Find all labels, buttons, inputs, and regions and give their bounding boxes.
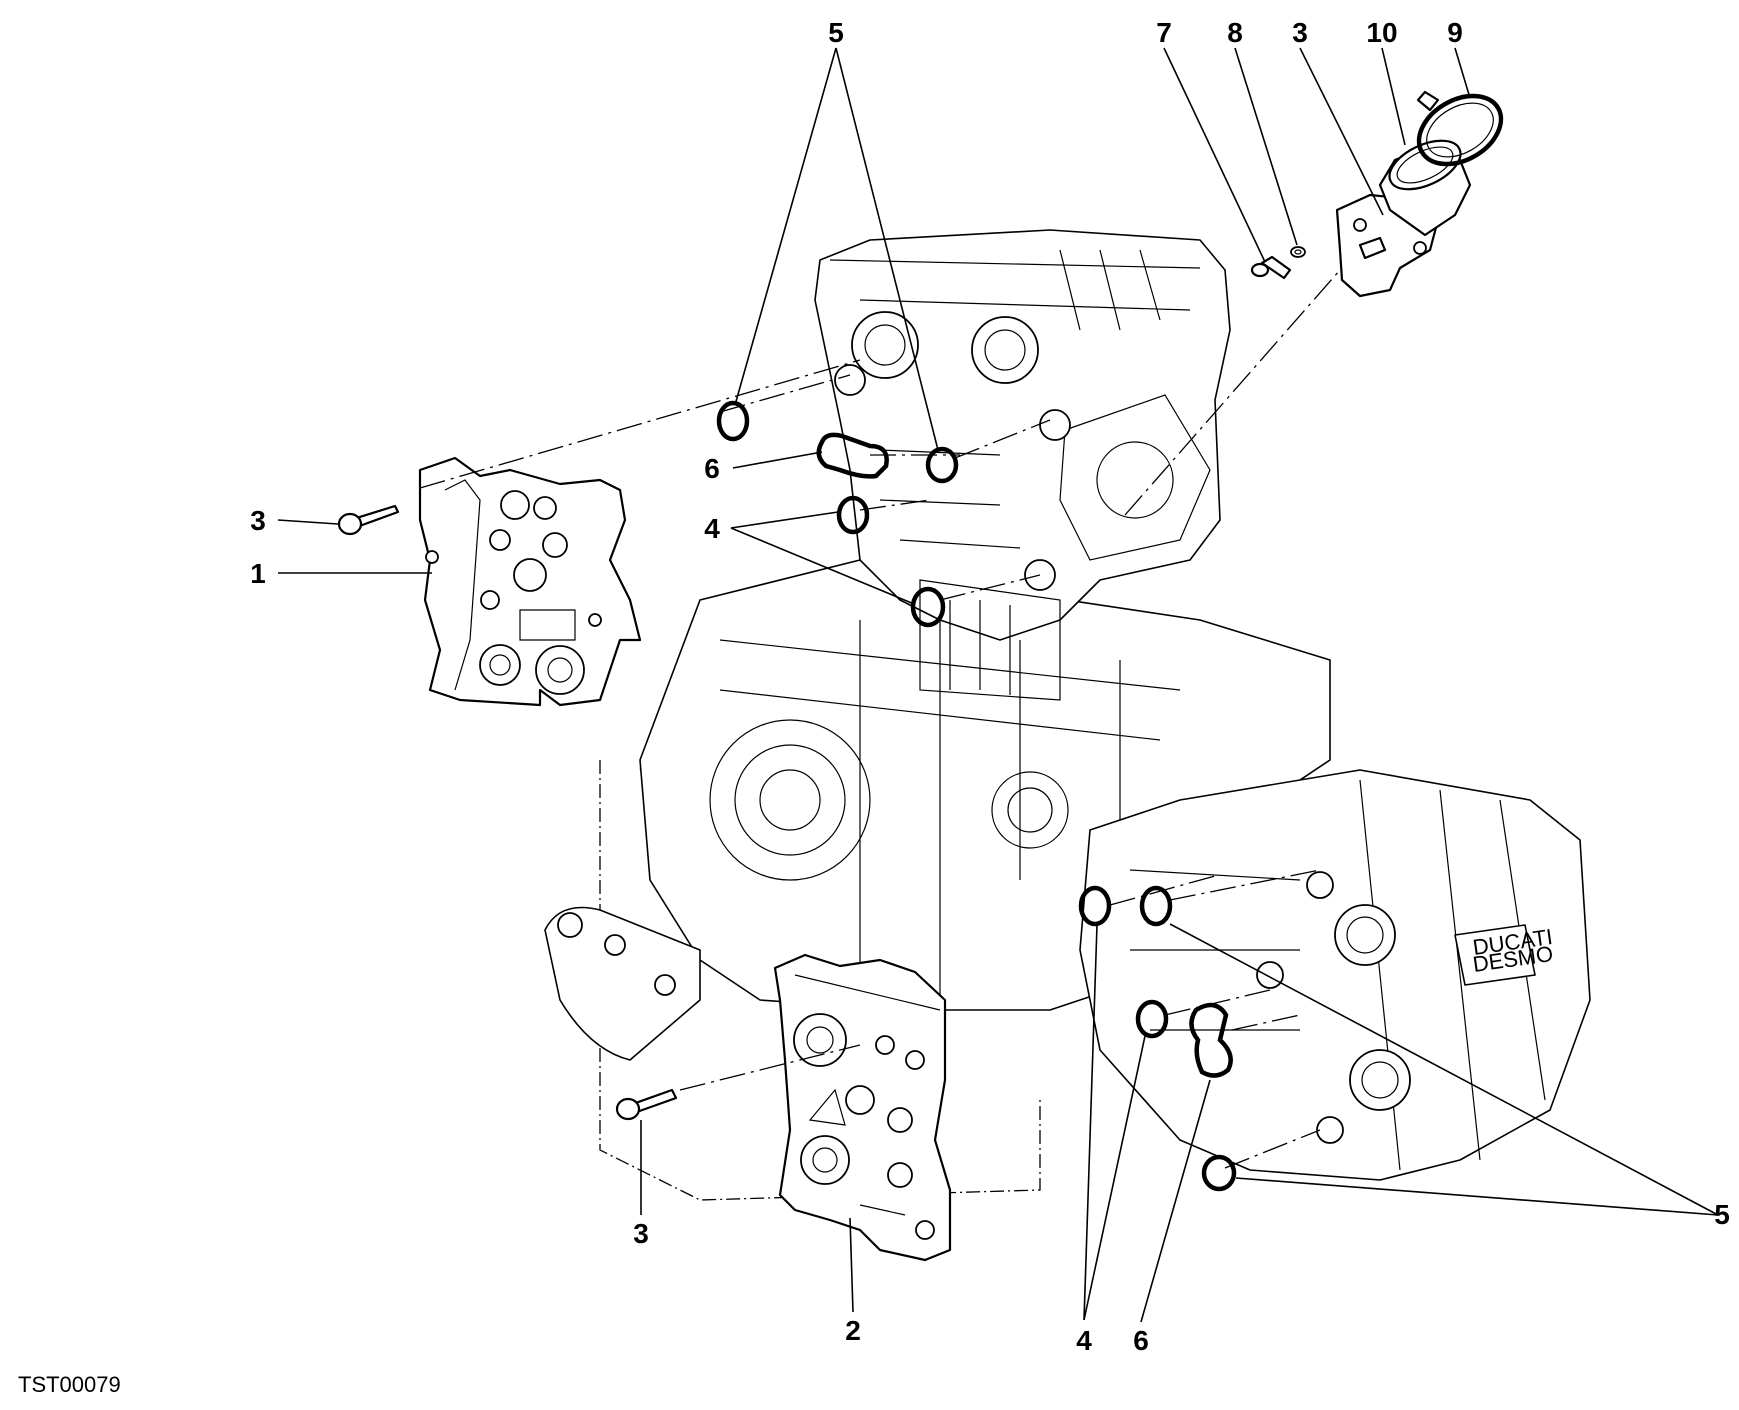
part-3-screw-left <box>337 504 400 536</box>
callout-9: 9 <box>1447 17 1463 48</box>
part-4-o-ring-upper-a <box>836 495 870 535</box>
callout-labels: 5 7 8 3 10 9 6 4 3 1 3 2 4 6 5 <box>250 17 1730 1356</box>
leader-lines <box>277 47 1719 1323</box>
part-5-o-ring-top-center <box>925 446 959 484</box>
callout-6-bottom: 6 <box>1133 1325 1149 1356</box>
part-4-o-ring-upper-b <box>910 586 946 628</box>
callout-10: 10 <box>1366 17 1397 48</box>
part-8-washer <box>1290 246 1306 258</box>
callout-1: 1 <box>250 558 266 589</box>
callout-3-left: 3 <box>250 505 266 536</box>
part-5-o-ring-top-left <box>716 400 750 442</box>
part-4-o-ring-lower-b <box>1135 999 1169 1039</box>
callout-3-bottom: 3 <box>633 1218 649 1249</box>
part-5-o-ring-lower-a <box>1139 885 1173 927</box>
callout-2: 2 <box>845 1315 861 1346</box>
seal-rings <box>716 400 1237 1192</box>
callout-4-top: 4 <box>704 513 720 544</box>
assembly-lines <box>419 269 1341 1169</box>
part-5-o-ring-lower-b <box>1201 1154 1237 1192</box>
callout-8: 8 <box>1227 17 1243 48</box>
part-7-screw <box>1250 255 1292 280</box>
part-6-gasket-top <box>816 432 889 479</box>
callout-5-top: 5 <box>828 17 844 48</box>
callout-6-top: 6 <box>704 453 720 484</box>
callout-4-bottom: 4 <box>1076 1325 1092 1356</box>
part-4-o-ring-lower-a <box>1078 885 1112 927</box>
callout-7: 7 <box>1156 17 1172 48</box>
part-1-belt-cover-vertical <box>418 456 642 707</box>
callout-3-top: 3 <box>1292 17 1308 48</box>
part-2-belt-cover-horizontal <box>773 953 952 1262</box>
drawing-reference-code: TST00079 <box>18 1372 121 1397</box>
vertical-cylinder-head <box>814 229 1231 701</box>
part-3-screw-bottom <box>615 1088 678 1121</box>
part-9-hose-clamp <box>1416 90 1504 167</box>
part-6-gasket-bottom <box>1189 1002 1233 1078</box>
part-10-water-fitting <box>1335 139 1472 298</box>
callout-5-right: 5 <box>1714 1199 1730 1230</box>
horizontal-cylinder-head: DUCATI DESMO <box>1079 769 1591 1181</box>
